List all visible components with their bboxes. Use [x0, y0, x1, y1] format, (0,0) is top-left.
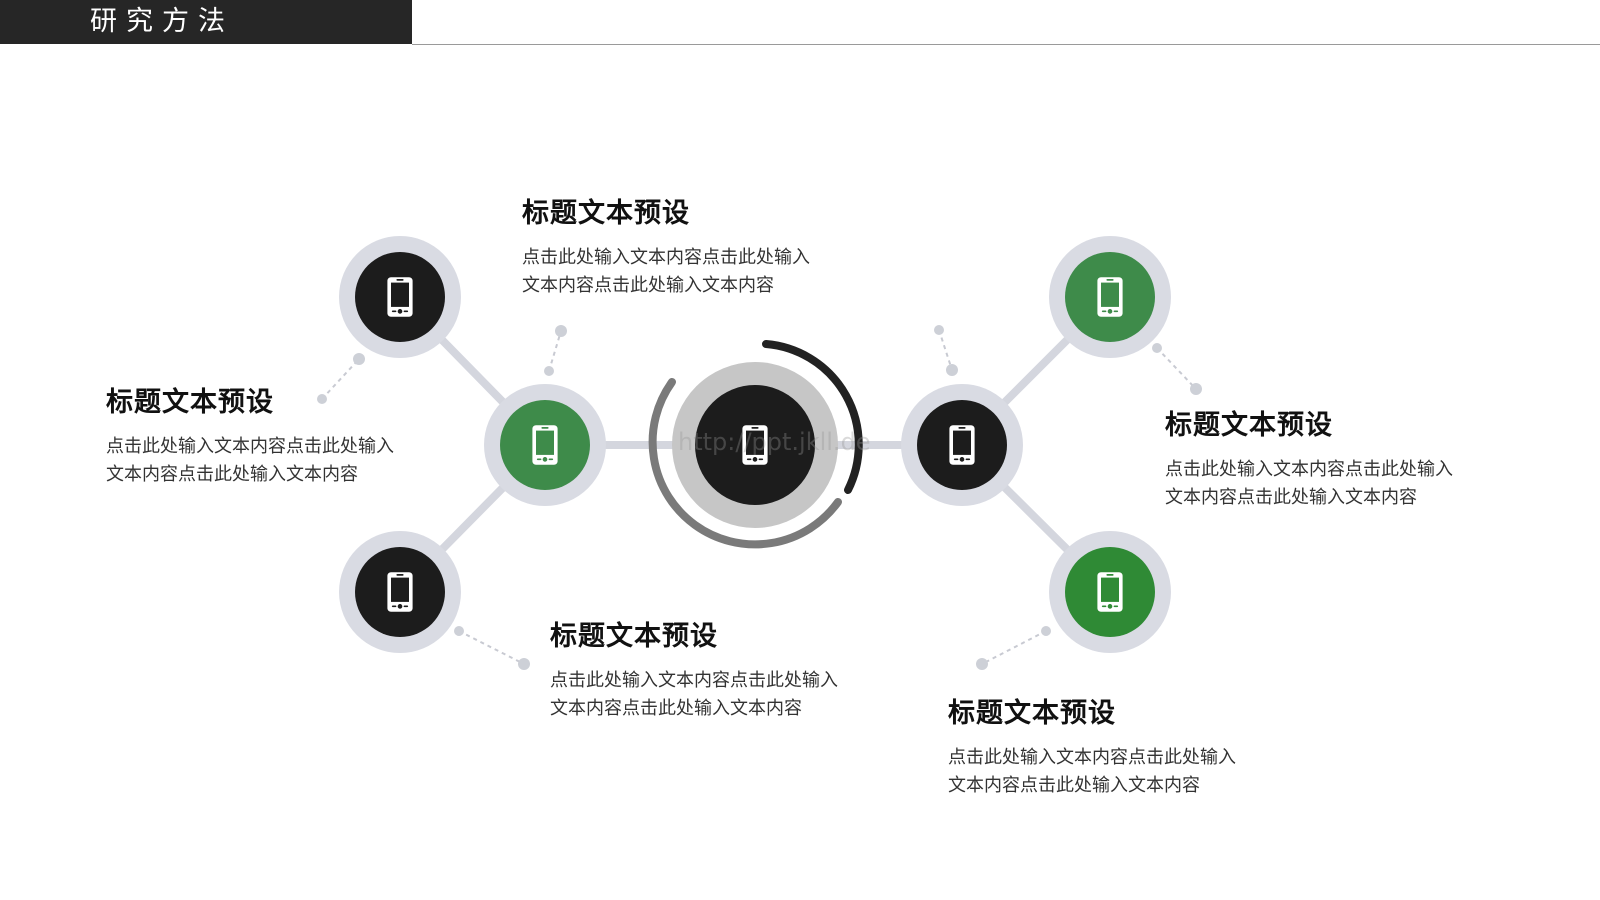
text-block-bottom-right: 标题文本预设 点击此处输入文本内容点击此处输入文本内容点击此处输入文本内容: [948, 697, 1252, 800]
block-body: 点击此处输入文本内容点击此处输入文本内容点击此处输入文本内容: [948, 747, 1236, 796]
dotted-leaders: [317, 325, 1202, 670]
central-hub: [648, 340, 863, 549]
block-body: 点击此处输入文本内容点击此处输入文本内容点击此处输入文本内容: [522, 247, 810, 296]
mobile-phone-icon: [1097, 277, 1123, 317]
text-block-top-center: 标题文本预设 点击此处输入文本内容点击此处输入文本内容点击此处输入文本内容: [522, 197, 826, 300]
node-bottom-left: [339, 531, 461, 653]
mobile-phone-icon: [387, 277, 413, 317]
mobile-phone-icon: [387, 572, 413, 612]
block-title: 标题文本预设: [948, 698, 1116, 729]
node-right-inner: [901, 384, 1023, 506]
watermark: http://ppt.jkll.de: [678, 428, 871, 456]
node-left-inner: [484, 384, 606, 506]
node-top-left: [339, 236, 461, 358]
text-block-left: 标题文本预设 点击此处输入文本内容点击此处输入文本内容点击此处输入文本内容: [106, 386, 410, 489]
block-title: 标题文本预设: [550, 621, 718, 652]
node-top-right: [1049, 236, 1171, 358]
node-bottom-right: [1049, 531, 1171, 653]
header-bar: [0, 0, 412, 44]
block-body: 点击此处输入文本内容点击此处输入文本内容点击此处输入文本内容: [550, 670, 838, 719]
mobile-phone-icon: [532, 425, 558, 465]
block-title: 标题文本预设: [1165, 410, 1333, 441]
mobile-phone-icon: [949, 425, 975, 465]
mobile-phone-icon: [1097, 572, 1123, 612]
page-title: 研究方法: [90, 6, 234, 37]
block-body: 点击此处输入文本内容点击此处输入文本内容点击此处输入文本内容: [106, 436, 394, 485]
text-block-right: 标题文本预设 点击此处输入文本内容点击此处输入文本内容点击此处输入文本内容: [1165, 409, 1469, 512]
block-body: 点击此处输入文本内容点击此处输入文本内容点击此处输入文本内容: [1165, 459, 1453, 508]
block-title: 标题文本预设: [106, 387, 274, 418]
block-title: 标题文本预设: [522, 198, 690, 229]
text-block-bottom-center: 标题文本预设 点击此处输入文本内容点击此处输入文本内容点击此处输入文本内容: [550, 620, 854, 723]
header-divider: [412, 44, 1600, 45]
